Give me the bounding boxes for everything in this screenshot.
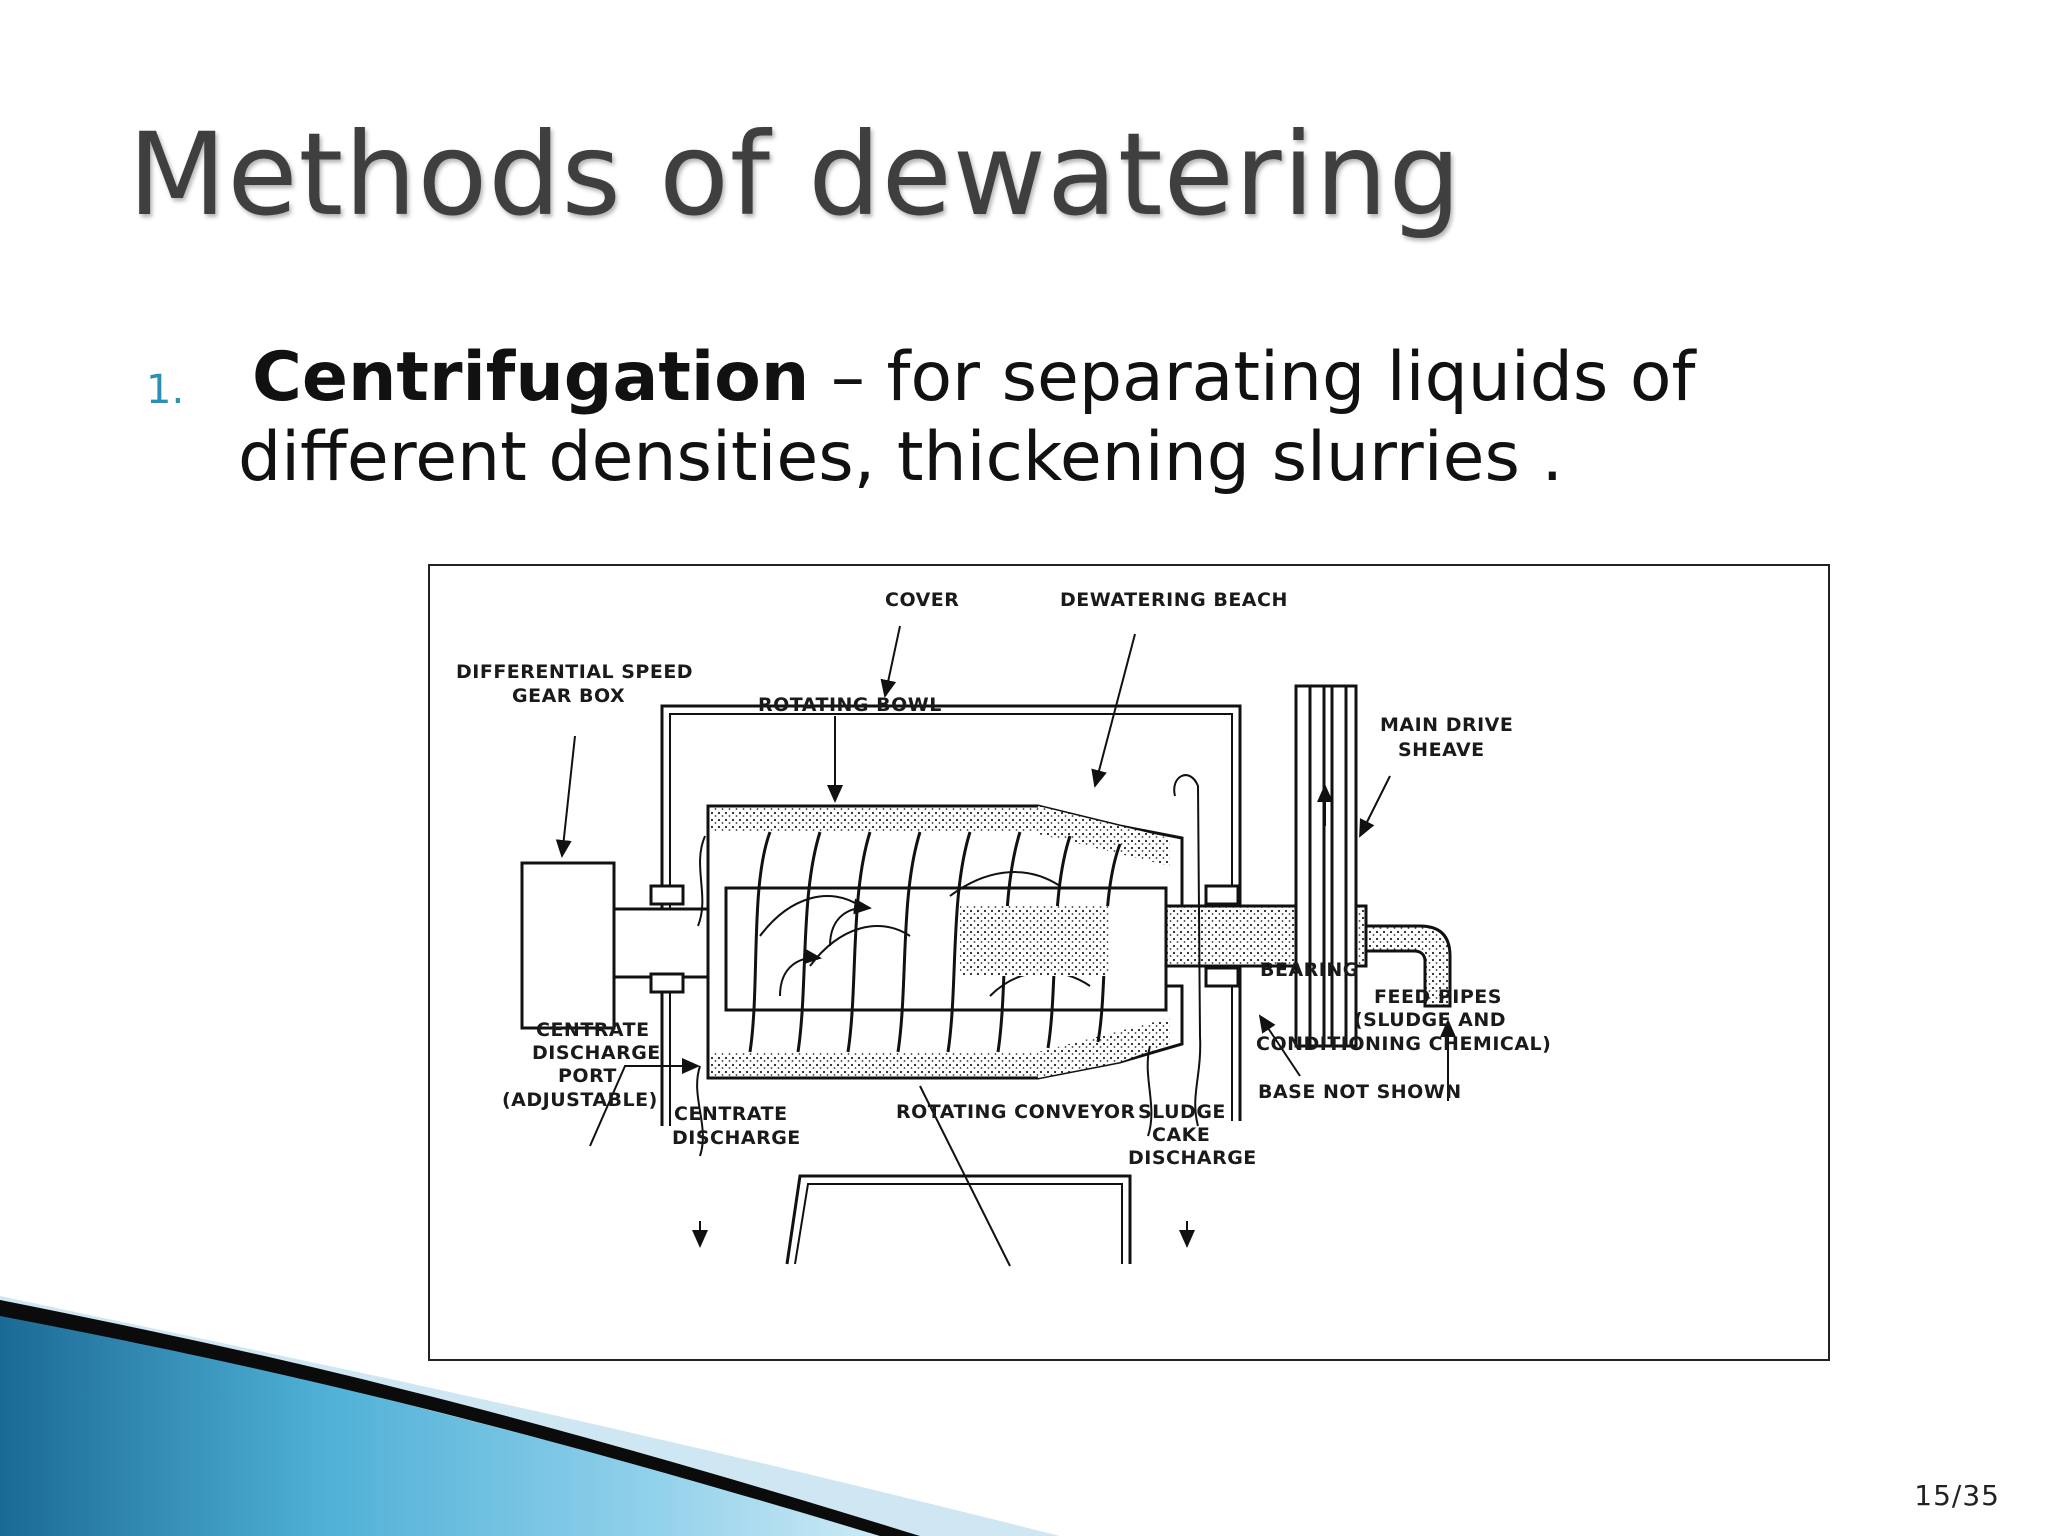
label-cake-discharge: DISCHARGE: [1128, 1147, 1257, 1169]
label-sheave: SHEAVE: [1398, 739, 1485, 761]
label-differential-speed: DIFFERENTIAL SPEED: [456, 661, 693, 683]
label-feed-pipes: FEED PIPES: [1374, 986, 1502, 1008]
label-dewatering-beach: DEWATERING BEACH: [1060, 589, 1288, 611]
label-adjustable: (ADJUSTABLE): [502, 1089, 658, 1111]
centrifuge-diagram-drawing: COVER DEWATERING BEACH DIFFERENTIAL SPEE…: [456, 589, 1551, 1267]
bullet-body: Centrifugation – for separating liquids …: [146, 338, 1746, 498]
label-sludge: SLUDGE: [1138, 1101, 1226, 1123]
bullet-number: 1.: [146, 367, 185, 413]
label-gear-box: GEAR BOX: [512, 685, 625, 707]
label-discharge: DISCHARGE: [532, 1042, 661, 1064]
bullet-item: 1. Centrifugation – for separating liqui…: [146, 338, 1746, 498]
label-base-not-shown: BASE NOT SHOWN: [1258, 1081, 1462, 1103]
label-conditioning-chemical: CONDITIONING CHEMICAL): [1256, 1033, 1551, 1055]
label-rotating-bowl: ROTATING BOWL: [758, 694, 942, 716]
label-rotating-conveyor: ROTATING CONVEYOR: [896, 1101, 1136, 1123]
label-cake: CAKE: [1152, 1124, 1210, 1146]
label-bearing: BEARING: [1260, 959, 1359, 981]
bullet-term: Centrifugation: [252, 338, 810, 417]
label-main-drive: MAIN DRIVE: [1380, 714, 1513, 736]
label-centrate-discharge-1: CENTRATE: [674, 1103, 788, 1125]
gear-box: [520, 861, 616, 1030]
centrifuge-diagram: COVER DEWATERING BEACH DIFFERENTIAL SPEE…: [428, 564, 1830, 1361]
label-sludge-and: (SLUDGE AND: [1354, 1009, 1506, 1031]
bullet-text-line1: – for separating liquids of: [809, 338, 1696, 417]
slide-title: Methods of dewatering: [128, 108, 1462, 241]
label-centrate-discharge-2: DISCHARGE: [672, 1127, 801, 1149]
label-port: PORT: [558, 1065, 617, 1087]
bullet-text-line2: different densities, thickening slurries…: [238, 418, 1564, 497]
label-cover: COVER: [885, 589, 959, 611]
page-number: 15/35: [1914, 1479, 2000, 1512]
label-centrate: CENTRATE: [536, 1019, 650, 1041]
diagram-labels: COVER DEWATERING BEACH DIFFERENTIAL SPEE…: [456, 589, 1551, 1169]
